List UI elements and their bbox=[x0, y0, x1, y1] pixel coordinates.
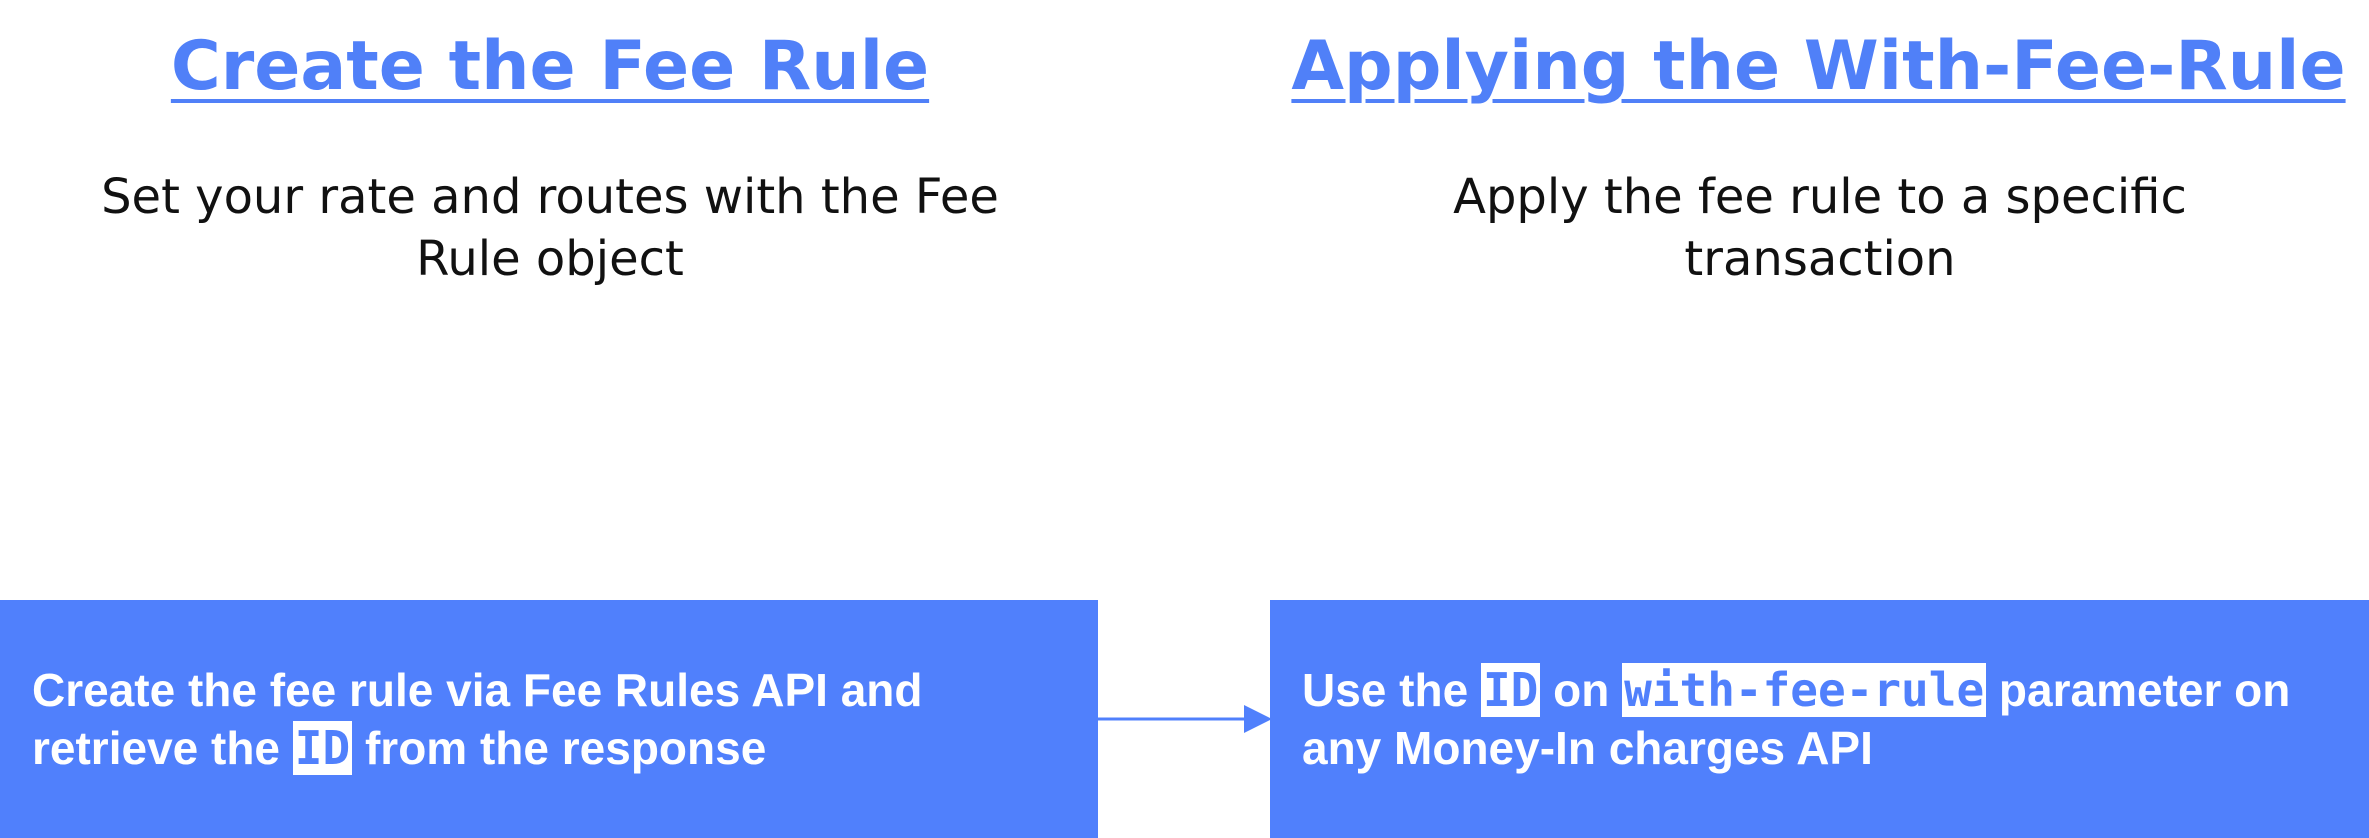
step-text-segment: Create the fee rule via Fee Rules API an… bbox=[32, 664, 923, 774]
flow-arrow-head bbox=[1244, 705, 1272, 733]
apply-fee-rule-step-text: Use the ID on with-fee-rule parameter on… bbox=[1302, 661, 2345, 777]
step-text-segment: on bbox=[1540, 664, 1623, 716]
apply-fee-rule-heading[interactable]: Applying the With-Fee-Rule bbox=[1291, 27, 2346, 106]
create-fee-rule-step-text: Create the fee rule via Fee Rules API an… bbox=[32, 661, 1074, 777]
step-text-segment: parameter on any Money-In charges API bbox=[1302, 664, 2291, 774]
create-fee-rule-description: Set your rate and routes with the Fee Ru… bbox=[101, 169, 999, 287]
flow-arrow bbox=[1098, 705, 1272, 733]
create-fee-rule-step-box: Create the fee rule via Fee Rules API an… bbox=[0, 600, 1098, 838]
id-code-label: ID bbox=[1480, 663, 1541, 717]
apply-fee-rule-description: Apply the fee rule to a specific transac… bbox=[1453, 169, 2187, 287]
create-fee-rule-heading[interactable]: Create the Fee Rule bbox=[170, 27, 930, 106]
step-text-segment: Use the bbox=[1302, 664, 1481, 716]
with-fee-rule-code-label: with-fee-rule bbox=[1622, 663, 1987, 717]
apply-fee-rule-step-box: Use the ID on with-fee-rule parameter on… bbox=[1270, 600, 2369, 838]
step-text-segment: from the response bbox=[352, 722, 767, 774]
id-code-label: ID bbox=[292, 721, 353, 775]
